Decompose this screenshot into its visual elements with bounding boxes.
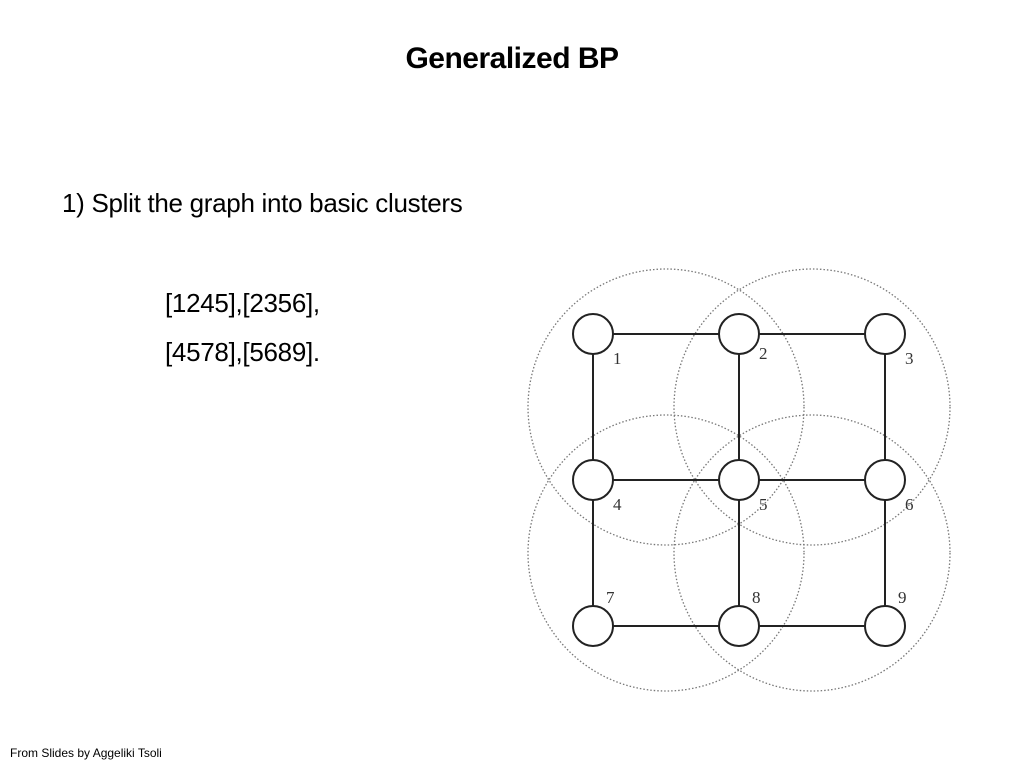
cluster-circle-2356: [673, 268, 951, 546]
node-label-6: 6: [905, 495, 914, 514]
cluster-circle-1245: [527, 268, 805, 546]
cluster-circle-4578: [527, 414, 805, 692]
cluster-list-line-2: [4578],[5689].: [165, 337, 320, 367]
node-4: [572, 459, 614, 501]
node-6: [864, 459, 906, 501]
node-label-8: 8: [752, 588, 761, 607]
node-8: [718, 605, 760, 647]
node-label-1: 1: [613, 349, 622, 368]
cluster-circle-5689: [673, 414, 951, 692]
slide-title: Generalized BP: [405, 42, 619, 75]
bullet-step-1: 1) Split the graph into basic clusters: [62, 188, 463, 218]
node-3: [864, 313, 906, 355]
node-label-3: 3: [905, 349, 914, 368]
node-7: [572, 605, 614, 647]
node-5: [718, 459, 760, 501]
cluster-list-line-1: [1245],[2356],: [165, 288, 320, 318]
grid-graph-figure: 1 2 3 4 5 6 7 8 9: [515, 255, 965, 710]
node-label-4: 4: [613, 495, 622, 514]
node-2: [718, 313, 760, 355]
node-label-2: 2: [759, 344, 768, 363]
node-label-5: 5: [759, 495, 768, 514]
grid-graph-svg: 1 2 3 4 5 6 7 8 9: [527, 268, 951, 692]
node-label-7: 7: [606, 588, 615, 607]
node-label-9: 9: [898, 588, 907, 607]
node-1: [572, 313, 614, 355]
node-9: [864, 605, 906, 647]
footer-credit: From Slides by Aggeliki Tsoli: [10, 746, 162, 760]
